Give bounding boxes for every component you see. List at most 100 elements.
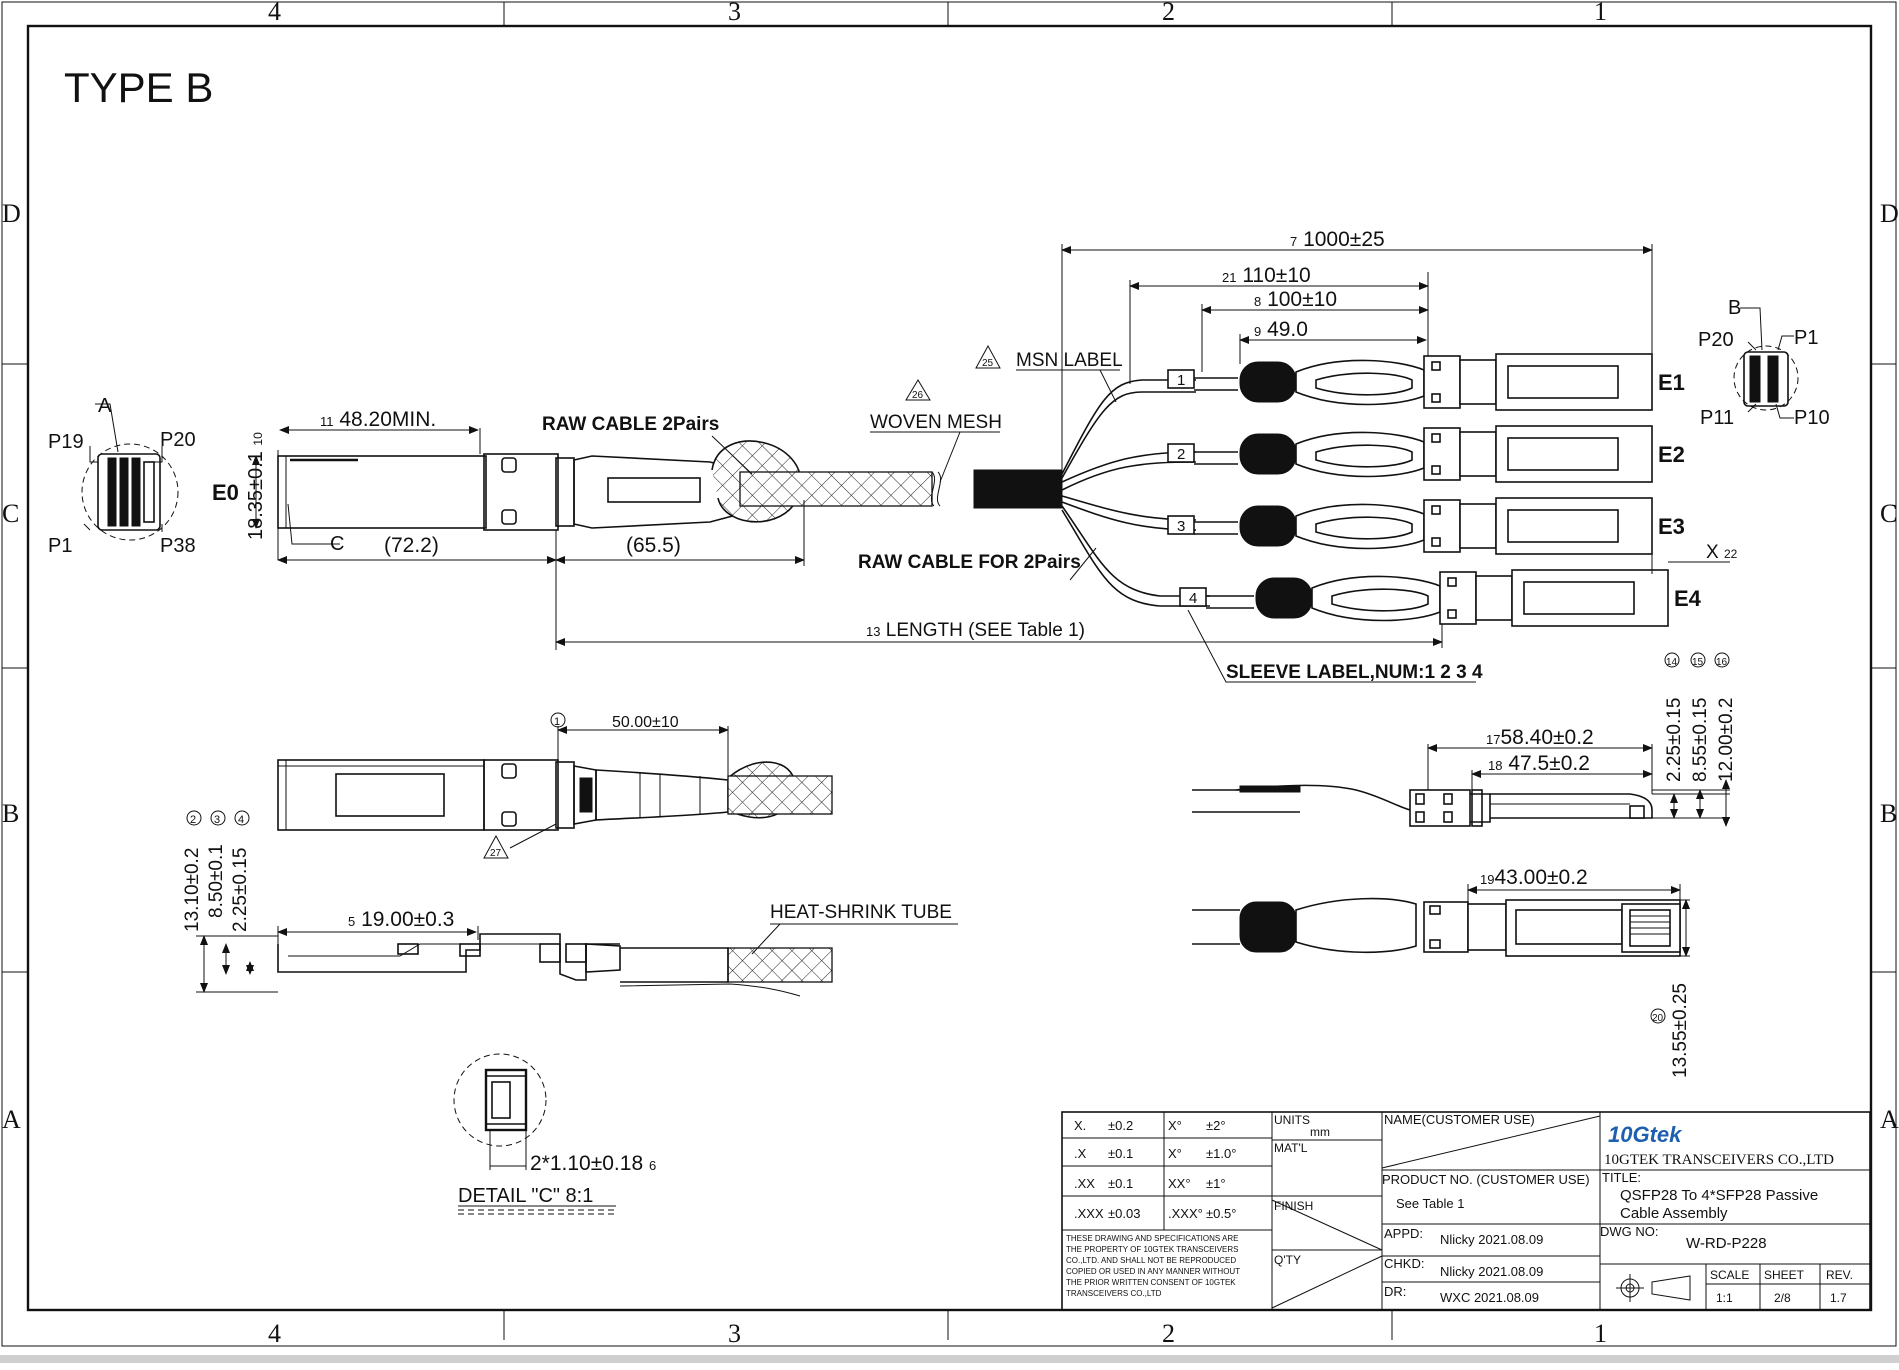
dwg-no-label: DWG NO: xyxy=(1600,1224,1659,1239)
tol-akey-1: X° xyxy=(1168,1146,1182,1161)
zone-right-a: A xyxy=(1880,1105,1899,1134)
tol-key-3: .XXX xyxy=(1074,1206,1104,1221)
dim-47-5-value: 47.5±0.2 xyxy=(1508,752,1590,775)
chkd-label: CHKD: xyxy=(1384,1256,1424,1271)
disclaimer-line-3: COPIED OR USED IN ANY MANNER WITHOUT xyxy=(1066,1267,1240,1276)
triangle-26: 26 xyxy=(912,390,924,401)
end-label-e3: E3 xyxy=(1658,514,1685,539)
dim-13-10: 13.10±0.2 xyxy=(182,848,203,932)
pin-label-p20: P20 xyxy=(160,429,196,451)
disclaimer-line-4: THE PRIOR WRITTEN CONSENT OF 10GTEK xyxy=(1066,1278,1236,1287)
zone-left-c: C xyxy=(2,499,19,528)
tol-val-1: ±0.1 xyxy=(1108,1146,1133,1161)
dim-length-value: LENGTH (SEE Table 1) xyxy=(886,620,1085,641)
callout-5: 5 xyxy=(348,914,355,929)
pin-label-r-p20: P20 xyxy=(1698,329,1734,351)
zone-bottom-1: 1 xyxy=(1594,1319,1607,1348)
sfp-pinout-view: B P20 P1 P11 P10 xyxy=(1698,297,1830,429)
dim-2x1-10-value: 2*1.10±0.18 xyxy=(530,1152,643,1175)
sfp-head-2: 2 E2 xyxy=(1167,425,1685,483)
sheet-title: TYPE B xyxy=(64,64,213,111)
sfp-head-3: 3 E3 xyxy=(1167,497,1685,555)
chkd-value: Nlicky 2021.08.09 xyxy=(1440,1264,1543,1279)
dim-2-25: 2.25±0.15 xyxy=(230,848,251,932)
tolerance-table: X. ±0.2 X° ±2° .X ±0.1 X° ±1.0° .XX ±0.1… xyxy=(1074,1118,1236,1221)
fanout-dimensions: 7 1000±25 21 110±10 8 100±10 9 49.0 X 22 xyxy=(1061,228,1738,574)
callout-4: 4 xyxy=(238,814,244,826)
end-label-e0: E0 xyxy=(212,480,239,505)
tol-key-2: .XX xyxy=(1074,1176,1095,1191)
dim-43-00-value: 43.00±0.2 xyxy=(1494,866,1587,889)
qty-label: Q'TY xyxy=(1274,1253,1301,1267)
note-sleeve-label: SLEEVE LABEL,NUM:1 2 3 4 xyxy=(1226,662,1483,683)
tol-akey-0: X° xyxy=(1168,1118,1182,1133)
dim-length: 13 LENGTH (SEE Table 1) xyxy=(866,620,1085,641)
callout-14: 14 xyxy=(1666,657,1678,668)
detail-c-leader-label: C xyxy=(330,533,344,555)
pin-label-a: A xyxy=(98,395,112,417)
callout-2: 2 xyxy=(190,814,196,826)
dim-1000-value: 1000±25 xyxy=(1303,228,1385,251)
rev-label: REV. xyxy=(1826,1268,1853,1282)
dim-58-40: 1758.40±0.2 xyxy=(1486,726,1594,749)
tol-aval-2: ±1° xyxy=(1206,1176,1226,1191)
zone-bottom-4: 4 xyxy=(268,1319,281,1348)
dim-18-35: 18.35±0.1 10 xyxy=(245,432,267,540)
note-raw-cable-for-2pairs: RAW CABLE FOR 2Pairs xyxy=(858,552,1081,573)
disclaimer-line-0: THESE DRAWING AND SPECIFICATIONS ARE xyxy=(1066,1234,1238,1243)
note-woven-mesh: WOVEN MESH xyxy=(870,412,1002,433)
dim-48-20: 11 48.20MIN. xyxy=(320,408,436,431)
dim-12-00: 12.00±0.2 xyxy=(1716,698,1737,782)
title-block: X. ±0.2 X° ±2° .X ±0.1 X° ±1.0° .XX ±0.1… xyxy=(1061,1111,1871,1311)
qsfp-plug-detail-side: HEAT-SHRINK TUBE 5 19.00±0.3 13.10±0.2 8… xyxy=(182,810,958,997)
pin-label-p19: P19 xyxy=(48,431,84,453)
dim-x: X 22 xyxy=(1706,542,1738,563)
dim-8-55: 8.55±0.15 xyxy=(1690,698,1711,782)
tol-val-3: ±0.03 xyxy=(1108,1206,1140,1221)
pin-label-p38: P38 xyxy=(160,535,196,557)
appd-value: Nlicky 2021.08.09 xyxy=(1440,1232,1543,1247)
sfp-plug-top-view: 1943.00±0.2 13.55±0.25 20 xyxy=(1192,866,1691,1078)
sleeve-number-2: 2 xyxy=(1177,446,1185,463)
dim-13-55: 13.55±0.25 xyxy=(1670,983,1691,1078)
dim-110-value: 110±10 xyxy=(1242,264,1310,287)
dim-1000: 7 1000±25 xyxy=(1290,228,1385,251)
tol-key-1: .X xyxy=(1074,1146,1087,1161)
name-customer-label: NAME(CUSTOMER USE) xyxy=(1384,1112,1535,1127)
appd-label: APPD: xyxy=(1384,1226,1423,1241)
finish-label: FINISH xyxy=(1274,1199,1313,1213)
callout-7: 7 xyxy=(1290,234,1297,249)
triangle-25: 25 xyxy=(982,358,994,369)
callout-21: 21 xyxy=(1222,270,1236,285)
dim-58-40-value: 58.40±0.2 xyxy=(1500,726,1593,749)
product-no-value: See Table 1 xyxy=(1396,1196,1464,1211)
title-line-2: Cable Assembly xyxy=(1620,1205,1728,1222)
callout-1: 1 xyxy=(554,716,560,728)
qsfp-pinout-view: A P19 P20 P1 P38 xyxy=(48,395,196,557)
dim-49: 9 49.0 xyxy=(1254,318,1308,341)
sfp-head-4: 4 E4 xyxy=(1179,569,1702,627)
qsfp-plug-top-view: E0 C 11 48.20MIN. (72.2) (65.5) 18.35±0.… xyxy=(212,344,1483,683)
dim-19-value: 19.00±0.3 xyxy=(361,908,454,931)
triangle-27: 27 xyxy=(490,848,502,859)
pin-label-r-p1: P1 xyxy=(1794,327,1818,349)
tol-val-0: ±0.2 xyxy=(1108,1118,1133,1133)
pin-label-b: B xyxy=(1728,297,1741,319)
zone-left-a: A xyxy=(2,1105,21,1134)
callout-9: 9 xyxy=(1254,324,1261,339)
zone-left-b: B xyxy=(2,799,19,828)
pin-label-r-p11: P11 xyxy=(1700,407,1734,429)
tol-aval-0: ±2° xyxy=(1206,1118,1226,1133)
zone-top-4: 4 xyxy=(268,0,281,26)
dwg-no-value: W-RD-P228 xyxy=(1686,1235,1767,1252)
title-label: TITLE: xyxy=(1602,1170,1641,1185)
scale-value: 1:1 xyxy=(1716,1291,1733,1305)
callout-3: 3 xyxy=(214,814,220,826)
tol-akey-2: XX° xyxy=(1168,1176,1191,1191)
dim-48-20-value: 48.20MIN. xyxy=(339,408,436,431)
zone-bottom-2: 2 xyxy=(1162,1319,1175,1348)
disclaimer-text: THESE DRAWING AND SPECIFICATIONS ARE THE… xyxy=(1066,1234,1240,1298)
dim-19: 5 19.00±0.3 xyxy=(348,908,454,931)
